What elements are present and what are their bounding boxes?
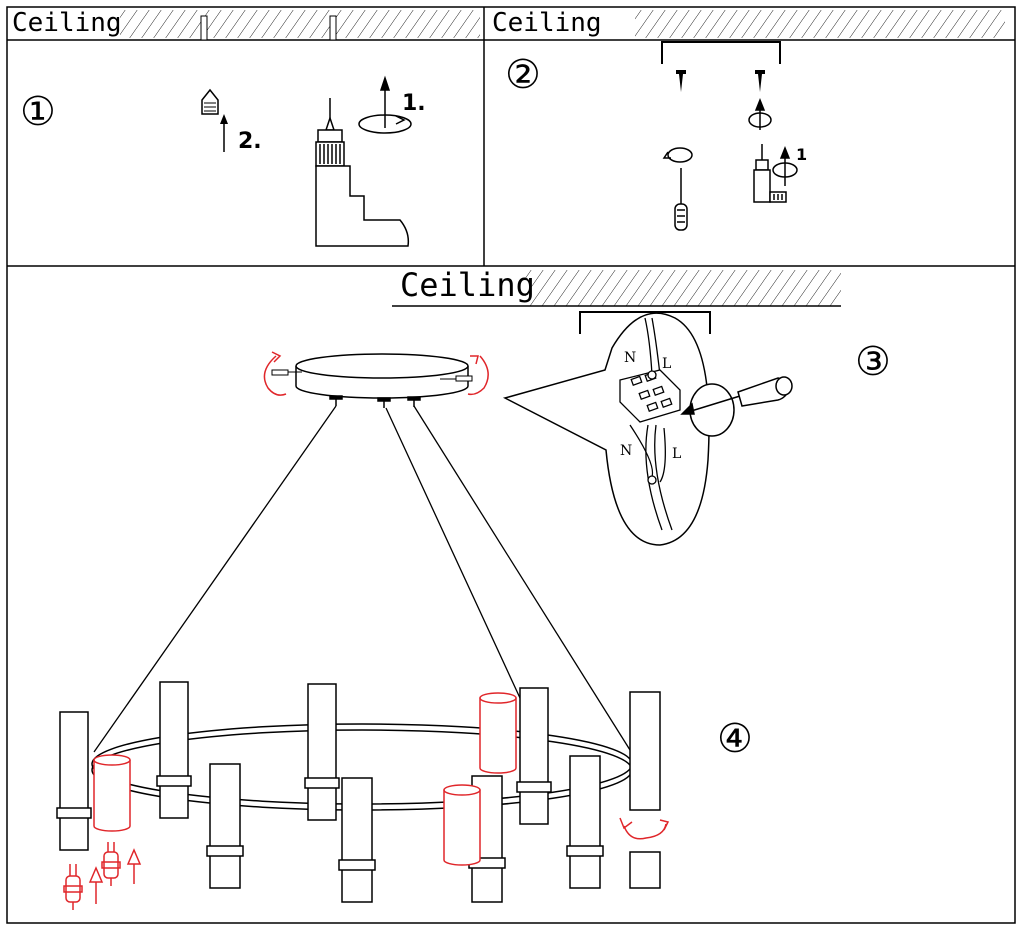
- panel-4: ④: [56, 351, 753, 910]
- wire-label-live-top: L: [662, 356, 671, 372]
- wire-label-neutral-top: N: [624, 350, 636, 366]
- panel2-ceiling-label: Ceiling: [492, 8, 602, 38]
- terminal-block-icon: [619, 369, 681, 485]
- ceiling-hatch-1: [120, 10, 480, 38]
- wiring-callout: [502, 312, 710, 546]
- canopy-icon: [295, 353, 469, 408]
- ceiling-hatch-3: [525, 270, 841, 306]
- mounting-bracket-icon: [661, 41, 781, 64]
- screw-icon: [271, 369, 302, 376]
- step-number-1: ①: [20, 89, 56, 135]
- arrow-label-2: 2.: [238, 129, 262, 154]
- arrow-up-icon: [126, 848, 142, 884]
- step-number-2: ②: [505, 52, 541, 98]
- step-number-3: ③: [855, 339, 891, 385]
- panel3-ceiling-label: Ceiling: [400, 266, 535, 304]
- mounting-bracket-icon: [579, 311, 711, 334]
- ceiling-hole-marker: [200, 15, 208, 41]
- rotate-arrow-icon: [772, 145, 798, 186]
- rotate-arrow-icon: [748, 97, 772, 130]
- wire-label-neutral-bottom: N: [620, 443, 632, 459]
- wall-plug-icon: [201, 88, 219, 115]
- panel1-ceiling-label: Ceiling: [12, 8, 122, 38]
- panel-2: Ceiling ②: [492, 8, 1005, 231]
- screw-icon: [676, 70, 686, 92]
- drill-icon: [753, 144, 787, 203]
- ceiling-hole-marker: [329, 15, 337, 41]
- drill-icon: [315, 98, 410, 247]
- panel-3: Ceiling ③ N L: [392, 266, 891, 546]
- wire-label-live-bottom: L: [672, 446, 681, 462]
- suspension-cable: [93, 405, 631, 753]
- screw-icon: [440, 375, 473, 382]
- screwdriver-icon: [662, 147, 693, 231]
- step-number-4: ④: [717, 716, 753, 762]
- g9-bulb-icon: [101, 842, 121, 886]
- g9-bulb-icon: [63, 864, 83, 910]
- rotate-arrow-icon: [619, 817, 670, 840]
- screw-icon: [755, 70, 765, 92]
- screwdriver-icon: [680, 376, 793, 437]
- panel-1: Ceiling ① 2.: [12, 8, 480, 247]
- rotate-arrow-icon: [263, 351, 489, 396]
- lamp-shade-removed: [93, 692, 517, 866]
- arrow-label-1: 1.: [402, 91, 426, 116]
- arrow-up-icon: [220, 114, 228, 152]
- rotate-arrow-icon: [358, 75, 412, 134]
- ceiling-hatch-2: [635, 10, 1005, 38]
- arrow-label-1-small: 1: [796, 145, 807, 164]
- lamp-tubes: [56, 681, 661, 903]
- arrow-up-icon: [88, 866, 104, 904]
- frame: [6, 6, 1016, 924]
